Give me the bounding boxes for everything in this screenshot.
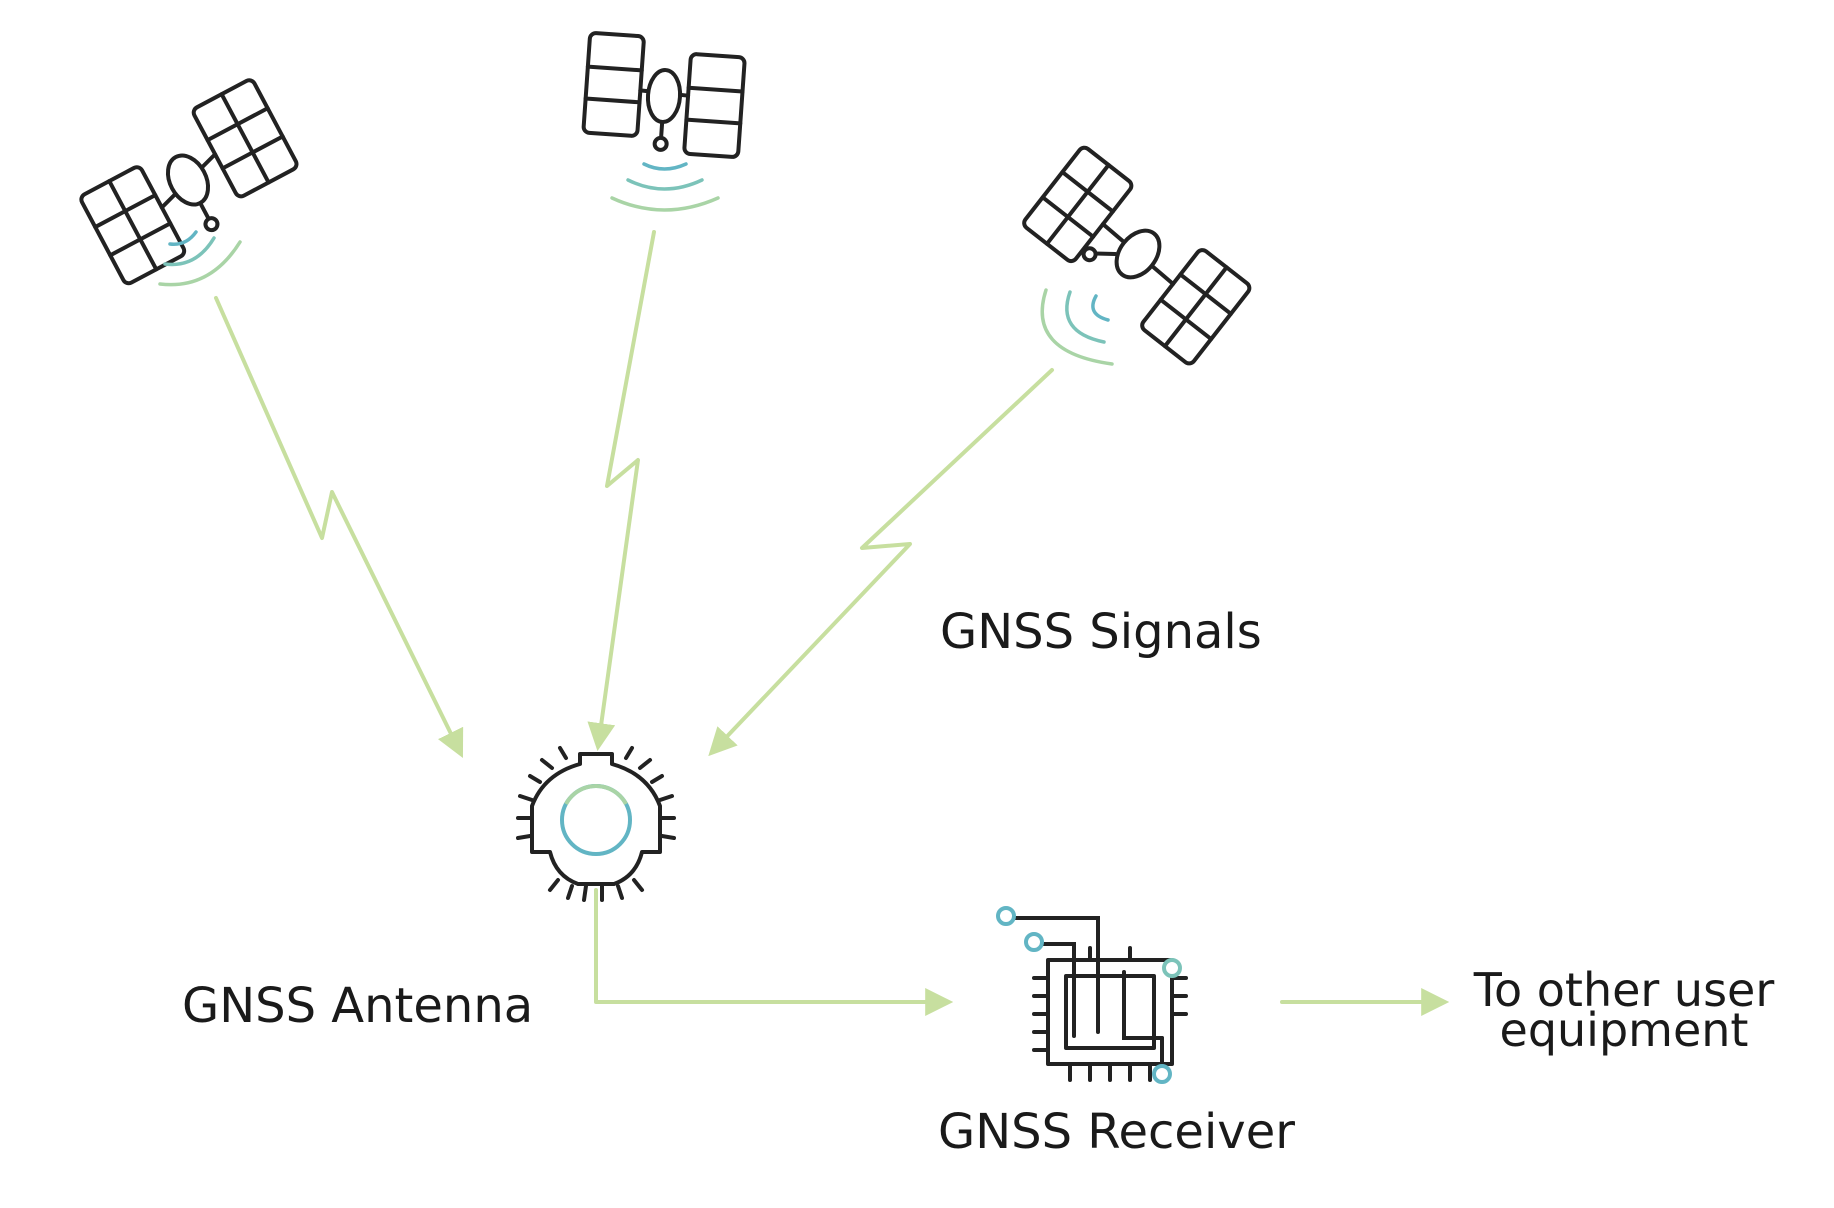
antenna-label: GNSS Antenna: [182, 978, 533, 1034]
receiver-chip-icon: [996, 906, 1188, 1084]
satellite-icon: [79, 78, 299, 286]
output-label-line1: To other user: [1473, 963, 1775, 1017]
signal-waves-icon: [158, 230, 242, 287]
output-label-line2: equipment: [1500, 1003, 1749, 1057]
satellite-icon: [1022, 145, 1252, 366]
signal-arrow: [587, 230, 656, 752]
signal-arrow: [708, 368, 1054, 757]
receiver-label: GNSS Receiver: [938, 1104, 1295, 1160]
satellite-icon: [581, 31, 747, 159]
antenna-icon: [516, 746, 676, 902]
signal-waves-icon: [610, 162, 720, 212]
cable-arrow: [594, 888, 954, 1016]
signal-arrow: [214, 296, 464, 759]
signals-label: GNSS Signals: [940, 604, 1262, 660]
signal-waves-icon: [1040, 288, 1114, 366]
